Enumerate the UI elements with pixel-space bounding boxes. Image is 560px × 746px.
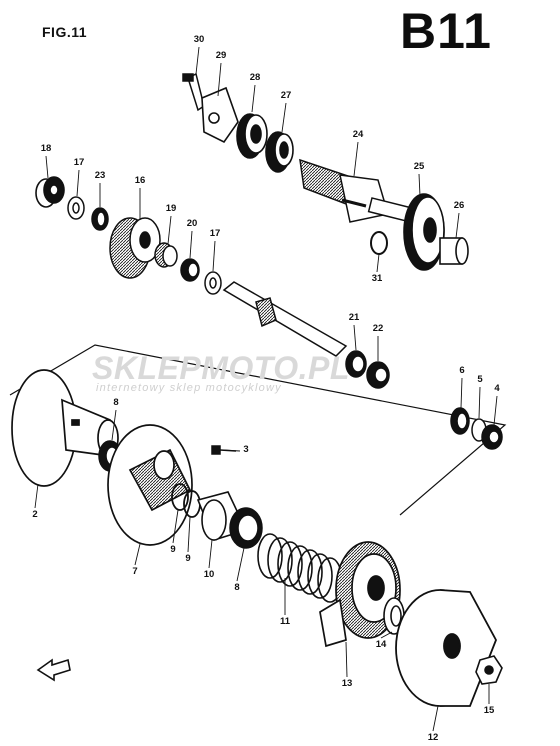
washer-17b (204, 271, 222, 295)
nut-15 (475, 655, 503, 685)
callout-20: 20 (187, 218, 198, 229)
front-arrow-icon (36, 658, 71, 682)
callout-9: 9 (185, 553, 190, 564)
figure-code: B11 (400, 3, 492, 59)
callout-17: 17 (74, 157, 85, 168)
countershaft (222, 281, 348, 357)
callout-12: 12 (428, 732, 439, 743)
callout-10: 10 (204, 569, 215, 580)
bearing-18 (35, 176, 65, 208)
bearing-21 (345, 350, 367, 378)
seal-6 (450, 407, 470, 435)
drive-shaft-24 (299, 158, 414, 223)
callout-9: 9 (170, 544, 175, 555)
ring-23 (91, 207, 109, 231)
callout-23: 23 (95, 170, 106, 181)
callout-5: 5 (477, 374, 483, 385)
callout-17: 17 (210, 228, 221, 239)
seal-27 (265, 131, 294, 173)
needle-bearing-19 (154, 242, 178, 268)
callout-13: 13 (342, 678, 353, 689)
callout-16: 16 (135, 175, 146, 186)
gear-25 (403, 193, 445, 271)
watermark-tagline: internetowy sklep motocyklowy (96, 382, 282, 394)
clutch-housing-12 (395, 589, 497, 707)
callout-6: 6 (459, 365, 464, 376)
callout-21: 21 (349, 312, 360, 323)
gasket-plate-29 (201, 86, 239, 144)
callout-27: 27 (281, 90, 292, 101)
circlip-31 (370, 231, 388, 255)
callout-11: 11 (280, 616, 291, 627)
leader-lines (34, 46, 498, 732)
callout-8: 8 (234, 582, 239, 593)
callout-26: 26 (454, 200, 465, 211)
assembly-frame (9, 344, 507, 516)
callout-29: 29 (216, 50, 227, 61)
callout-24: 24 (353, 129, 364, 140)
callout-25: 25 (414, 161, 425, 172)
watermark-brand: SKLEPMOTO.PL (92, 350, 350, 386)
callout-4: 4 (494, 383, 500, 394)
o-ring-9a (171, 483, 189, 511)
bolt-30 (182, 72, 205, 112)
callout-28: 28 (250, 72, 261, 83)
callout-15: 15 (484, 705, 495, 716)
washer-17a (67, 196, 85, 220)
spacer-20 (180, 258, 200, 282)
callout-31: 31 (372, 273, 383, 284)
callout-30: 30 (194, 34, 205, 45)
seal-22 (366, 361, 390, 389)
callout-8: 8 (113, 397, 118, 408)
fixed-sheave-2 (11, 369, 119, 487)
movable-sheave-7 (107, 424, 193, 546)
figure-title: FIG.11 (42, 24, 88, 40)
callout-19: 19 (166, 203, 177, 214)
callout-3: 3 (243, 444, 248, 455)
bearing-8b (229, 507, 263, 549)
collar-26 (439, 237, 469, 265)
gear-16 (109, 217, 161, 279)
callout-18: 18 (41, 143, 52, 154)
callout-7: 7 (132, 566, 137, 577)
callout-14: 14 (376, 639, 387, 650)
spring-11 (257, 533, 343, 603)
bearing-4 (481, 424, 503, 450)
callout-22: 22 (373, 323, 384, 334)
bearing-28 (236, 113, 268, 159)
callout-2: 2 (32, 509, 37, 520)
